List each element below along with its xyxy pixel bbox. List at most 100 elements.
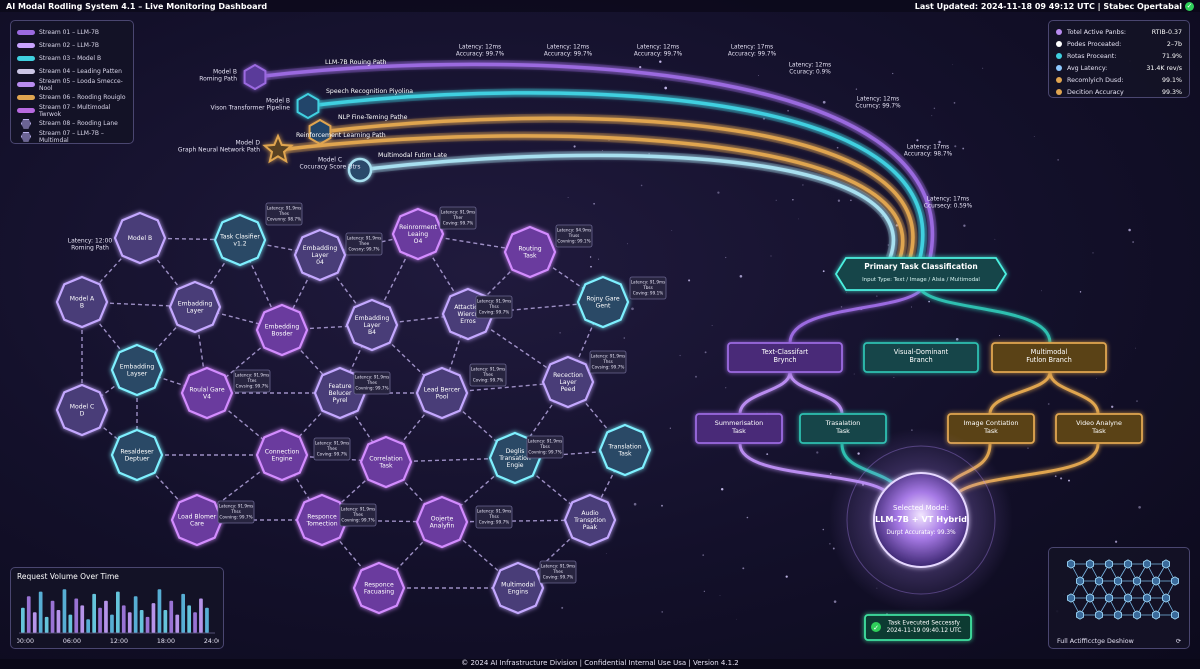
hexagon-icon[interactable] [296, 92, 320, 120]
legend-item[interactable]: Stream 07 – Multimodal Twrwok [17, 104, 127, 118]
task-box[interactable] [947, 413, 1035, 444]
star-dot [933, 107, 936, 110]
legend-item[interactable]: Stream 05 – Looda Smecce- Nool [17, 78, 127, 92]
minimap-node [1095, 610, 1103, 620]
task-box[interactable] [799, 413, 887, 444]
branch-box[interactable] [991, 342, 1107, 373]
primary-classification-banner[interactable] [834, 257, 1008, 291]
star-dot [982, 67, 984, 69]
route-path-label: NLP Fine-Teming Pathe [338, 114, 408, 121]
octagon-node-shape [55, 383, 109, 437]
legend-item[interactable]: Stream 02 – LLM-7B [17, 39, 127, 52]
branch-box[interactable] [727, 342, 843, 373]
route-path[interactable] [277, 134, 905, 259]
legend-item[interactable]: Stream 03 – Model B [17, 52, 127, 65]
legend-item[interactable]: Stream 08 – Rooding Lane [17, 117, 127, 130]
star-dot [661, 504, 663, 507]
selected-model-name: LLM-7B + VT Hybrid [875, 514, 967, 524]
network-node[interactable]: Model B [113, 211, 167, 265]
minimap-panel[interactable]: Full Actifficctge Deshiow ⟳ [1048, 547, 1190, 649]
stat-dot-icon [1056, 65, 1062, 71]
star-dot [671, 229, 673, 231]
route-path[interactable] [319, 116, 915, 259]
flow-connector [738, 371, 792, 415]
star-dot [998, 335, 1001, 337]
star-icon[interactable] [262, 133, 294, 164]
star-dot [627, 243, 629, 245]
star-dot [876, 295, 878, 297]
legend-item[interactable]: Stream 01 – LLM-7B [17, 26, 127, 39]
legend-item[interactable]: Stream 07 – LLM-7B – Multimdal [17, 130, 127, 144]
star-dot [855, 88, 858, 90]
legend-swatch [17, 69, 35, 74]
request-volume-title: Request Volume Over Time [17, 572, 119, 581]
star-dot [1132, 241, 1134, 243]
route-path[interactable] [307, 91, 925, 259]
refresh-icon[interactable]: ⟳ [1175, 638, 1181, 645]
volume-tick-label: 12:00 [110, 638, 128, 645]
latency-badge-box [233, 369, 271, 393]
legend-item[interactable]: Stream 06 – Rooding Rouiglo [17, 91, 127, 104]
stat-row: Avg Latency:31.4K rev/s [1056, 62, 1182, 74]
footer: © 2024 AI Infrastructure Division | Conf… [0, 659, 1200, 669]
flow-connector [788, 288, 923, 344]
volume-bar [199, 598, 203, 633]
branch-box[interactable] [863, 342, 979, 373]
hexagon-icon[interactable] [243, 63, 267, 91]
volume-bar [110, 614, 114, 633]
task-box[interactable] [1055, 413, 1143, 444]
execution-status-box[interactable] [864, 614, 972, 641]
legend-item[interactable]: Stream 04 – Leading Patten [17, 65, 127, 78]
star-dot [725, 256, 727, 259]
star-dot [938, 140, 941, 144]
task-box[interactable] [695, 413, 783, 444]
minimap-node [1162, 559, 1170, 569]
minimap-node [1143, 593, 1151, 603]
star-dot [792, 199, 794, 201]
star-dot [593, 202, 595, 205]
star-dot [639, 65, 642, 69]
selected-model-node[interactable] [873, 472, 969, 568]
circle-icon[interactable] [347, 157, 373, 183]
volume-bar [74, 598, 79, 633]
route-path[interactable] [254, 62, 935, 259]
route-path[interactable] [359, 153, 895, 259]
stat-dot-icon [1056, 41, 1062, 47]
